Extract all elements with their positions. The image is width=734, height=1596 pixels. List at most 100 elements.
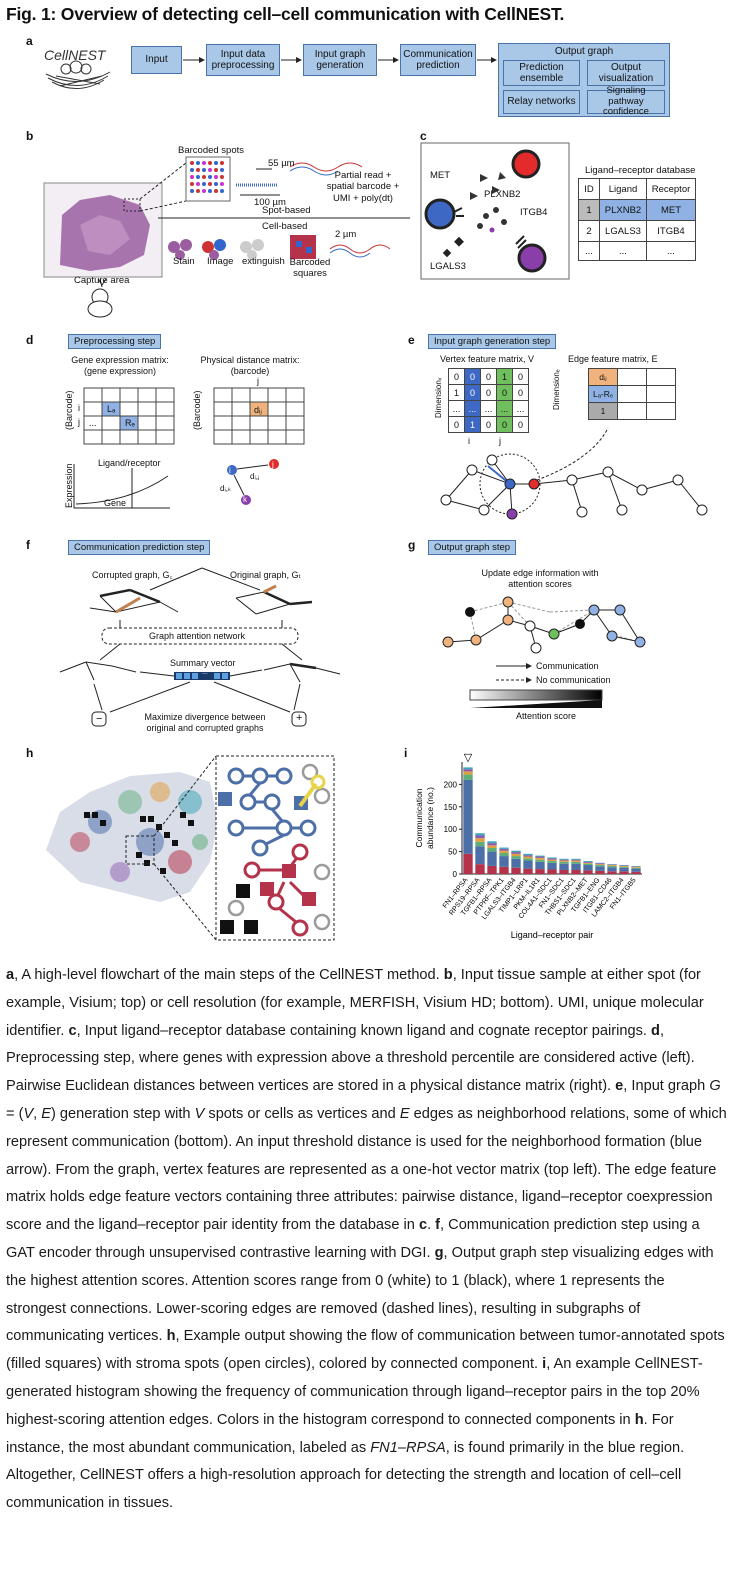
x-axis-title: Ligand–receptor pair: [511, 930, 594, 940]
output-graph-title: Output graph: [554, 46, 614, 57]
bar-segment: [487, 845, 497, 849]
size-55-label: 55 µm: [268, 158, 295, 169]
vertex-cell: 1: [496, 368, 513, 385]
distance-matrix-sublabel: (barcode): [230, 365, 270, 376]
ligand-receptor-table: ID Ligand Receptor 1 PLXNB2 MET 2 LGALS3…: [578, 178, 696, 261]
stain-label: Stain: [173, 256, 195, 267]
distance-matrix-title: Physical distance matrix: (barcode): [190, 355, 310, 377]
caption-text: a, A high-level flowchart of the main st…: [6, 967, 727, 1512]
row-j-gene: j: [78, 417, 80, 427]
vertex-cell: ...: [512, 400, 529, 417]
bar-segment: [607, 867, 617, 872]
communication-legend: Communication: [536, 661, 599, 671]
panel-b-letter: b: [26, 129, 34, 143]
bar-segment: [475, 835, 485, 839]
abundance-chart-svg: 050100150200FN1–RPSA▽RPS19–RPSATGFB1–RPS…: [414, 752, 642, 940]
bar-segment: [487, 843, 497, 846]
step-graph-generation: Input graph generation: [303, 44, 377, 76]
y-tick-label: 50: [448, 848, 457, 857]
table-cell: LGALS3: [599, 220, 647, 242]
bar-segment: [523, 855, 533, 857]
y-tick-label: 100: [444, 825, 458, 834]
table-cell: MET: [646, 199, 696, 221]
spot-based-label: Spot-based: [262, 205, 311, 216]
bar-segment: [523, 856, 533, 859]
capture-area-label: Capture area: [74, 275, 130, 286]
bar-segment: [631, 867, 641, 869]
spatial-output-map: [46, 755, 335, 941]
prediction-step-label: Communication prediction step: [68, 540, 211, 555]
vertex-cell: 0: [512, 384, 529, 401]
bar-segment: [463, 779, 473, 854]
ligand-receptor-db-title: Ligand–receptor database: [585, 165, 696, 176]
label-plxnb2: PLXNB2: [484, 189, 521, 200]
cell-based-label: Cell-based: [262, 221, 308, 232]
flow-arrows: [183, 57, 497, 63]
panel-i-letter: i: [404, 746, 408, 760]
panel-e-letter: e: [408, 333, 415, 347]
bar-segment: [559, 859, 569, 861]
summary-vector-label: Summary vector: [170, 658, 236, 668]
ligand-receptor-label: Ligand/receptor: [98, 458, 161, 468]
bar-segment: [487, 851, 497, 866]
output-signaling-confidence: Signaling pathway confidence: [587, 85, 665, 117]
barcoded-spot-grid: [190, 161, 224, 193]
edge-feature-matrix: dᵢⱼ Lₐ-Rₑ 1: [588, 368, 676, 420]
plus-sign: +: [296, 712, 303, 724]
vertex-feature-matrix: 0 0 0 1 0 1 0 0 0 0 ... ... ... ... ... …: [448, 368, 529, 433]
bar-segment: [595, 864, 605, 866]
barcoded-squares-label: Barcoded squares: [289, 257, 331, 280]
output-graph-illustration: [442, 596, 646, 708]
preprocessing-step-label: Preprocessing step: [68, 334, 162, 349]
vertex-col-i: i: [468, 436, 470, 446]
preprocessing-illustration: [73, 387, 305, 509]
bar-segment: [619, 871, 629, 874]
col-j-distance: j: [257, 376, 259, 386]
y-tick-label: 0: [453, 870, 458, 879]
vertex-matrix-title: Vertex feature matrix, V: [440, 354, 535, 364]
panel-a-letter: a: [26, 34, 33, 48]
prediction-illustration: [59, 567, 341, 727]
bar-segment: [547, 857, 557, 859]
vertex-cell: ...: [480, 400, 497, 417]
cell-ligand: Lₐ: [107, 404, 116, 414]
vertex-cell: 0: [464, 384, 481, 401]
bar-segment: [463, 774, 473, 780]
bar-segment: [547, 861, 557, 863]
output-graph-group: Output graph Prediction ensemble Output …: [498, 43, 670, 117]
graph-generation-step-label: Input graph generation step: [428, 334, 557, 349]
figure-title: Fig. 1: Overview of detecting cell–cell …: [6, 4, 565, 24]
bar-segment: [547, 869, 557, 874]
barcode-axis-gene: (Barcode): [64, 390, 74, 430]
bar-segment: [595, 863, 605, 865]
vertex-cell: 0: [448, 416, 465, 433]
bar-segment: [583, 861, 593, 863]
barcoded-spots-label: Barcoded spots: [178, 145, 245, 156]
original-graph-label: Original graph, Gₜ: [230, 570, 302, 580]
panel-f-letter: f: [26, 538, 30, 552]
bar-segment: [499, 850, 509, 853]
cellnest-logo: CellNEST: [42, 38, 114, 98]
bar-segment: [547, 858, 557, 860]
bar-segment: [547, 862, 557, 870]
gene-matrix-label: Gene expression matrix:: [71, 355, 169, 365]
bar-segment: [523, 868, 533, 874]
bar-segment: [463, 769, 473, 772]
logo-text: CellNEST: [44, 47, 107, 63]
output-step-label: Output graph step: [428, 540, 517, 555]
panel-g-letter: g: [408, 538, 416, 552]
tissue-illustration: [43, 156, 410, 318]
bar-segment: [475, 833, 485, 836]
size-100-label: 100 µm: [254, 197, 286, 208]
figure-caption: a, A high-level flowchart of the main st…: [6, 962, 728, 1518]
y-axis-title-line2: abundance (no.): [425, 787, 435, 849]
distance-ij: dᵢ,ⱼ: [250, 472, 260, 481]
bar-segment: [487, 865, 497, 874]
node-i: i: [229, 466, 231, 475]
dimension-v-axis: Dimensionᵥ: [434, 377, 443, 418]
bar-segment: [619, 865, 629, 867]
bar-segment: [595, 870, 605, 874]
vertex-cell: 1: [464, 416, 481, 433]
bar-segment: [583, 870, 593, 874]
cell-interaction-illustration: [420, 142, 570, 280]
